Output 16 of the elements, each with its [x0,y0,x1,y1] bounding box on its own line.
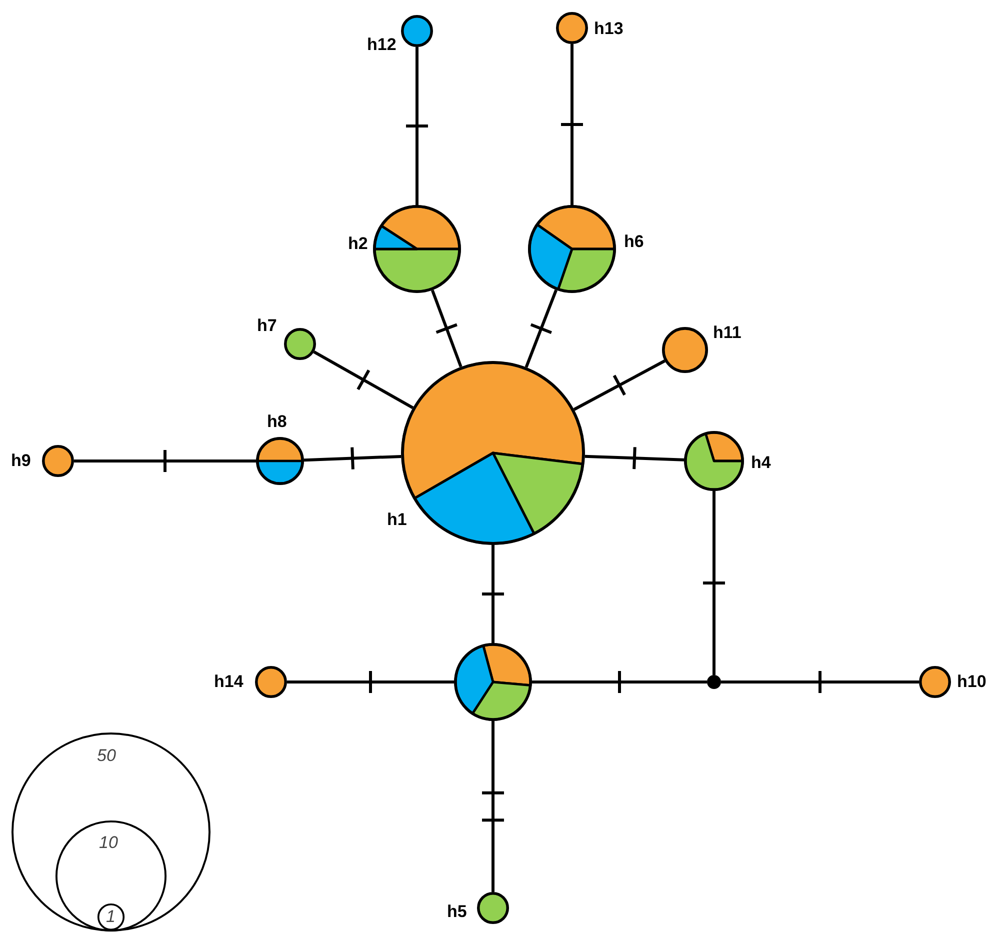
haplotype-label: h5 [447,903,467,920]
haplotype-label: h14 [214,673,244,690]
haplotype-label: h8 [267,413,287,430]
scale-value: 1 [106,908,116,925]
haplotype-label: h4 [751,454,771,471]
scale-value: 50 [97,747,116,764]
haplotype-label: h13 [594,20,624,37]
scale-value: 10 [99,834,118,851]
haplotype-label: h12 [367,36,396,53]
haplotype-label: h6 [624,233,644,250]
haplotype-label: h1 [387,511,407,528]
haplotype-label: h10 [957,673,986,690]
haplotype-label: h9 [11,452,31,469]
haplotype-label: h2 [348,235,368,252]
haplotype-label: h7 [257,317,277,334]
haplotype-label: h11 [713,324,742,341]
